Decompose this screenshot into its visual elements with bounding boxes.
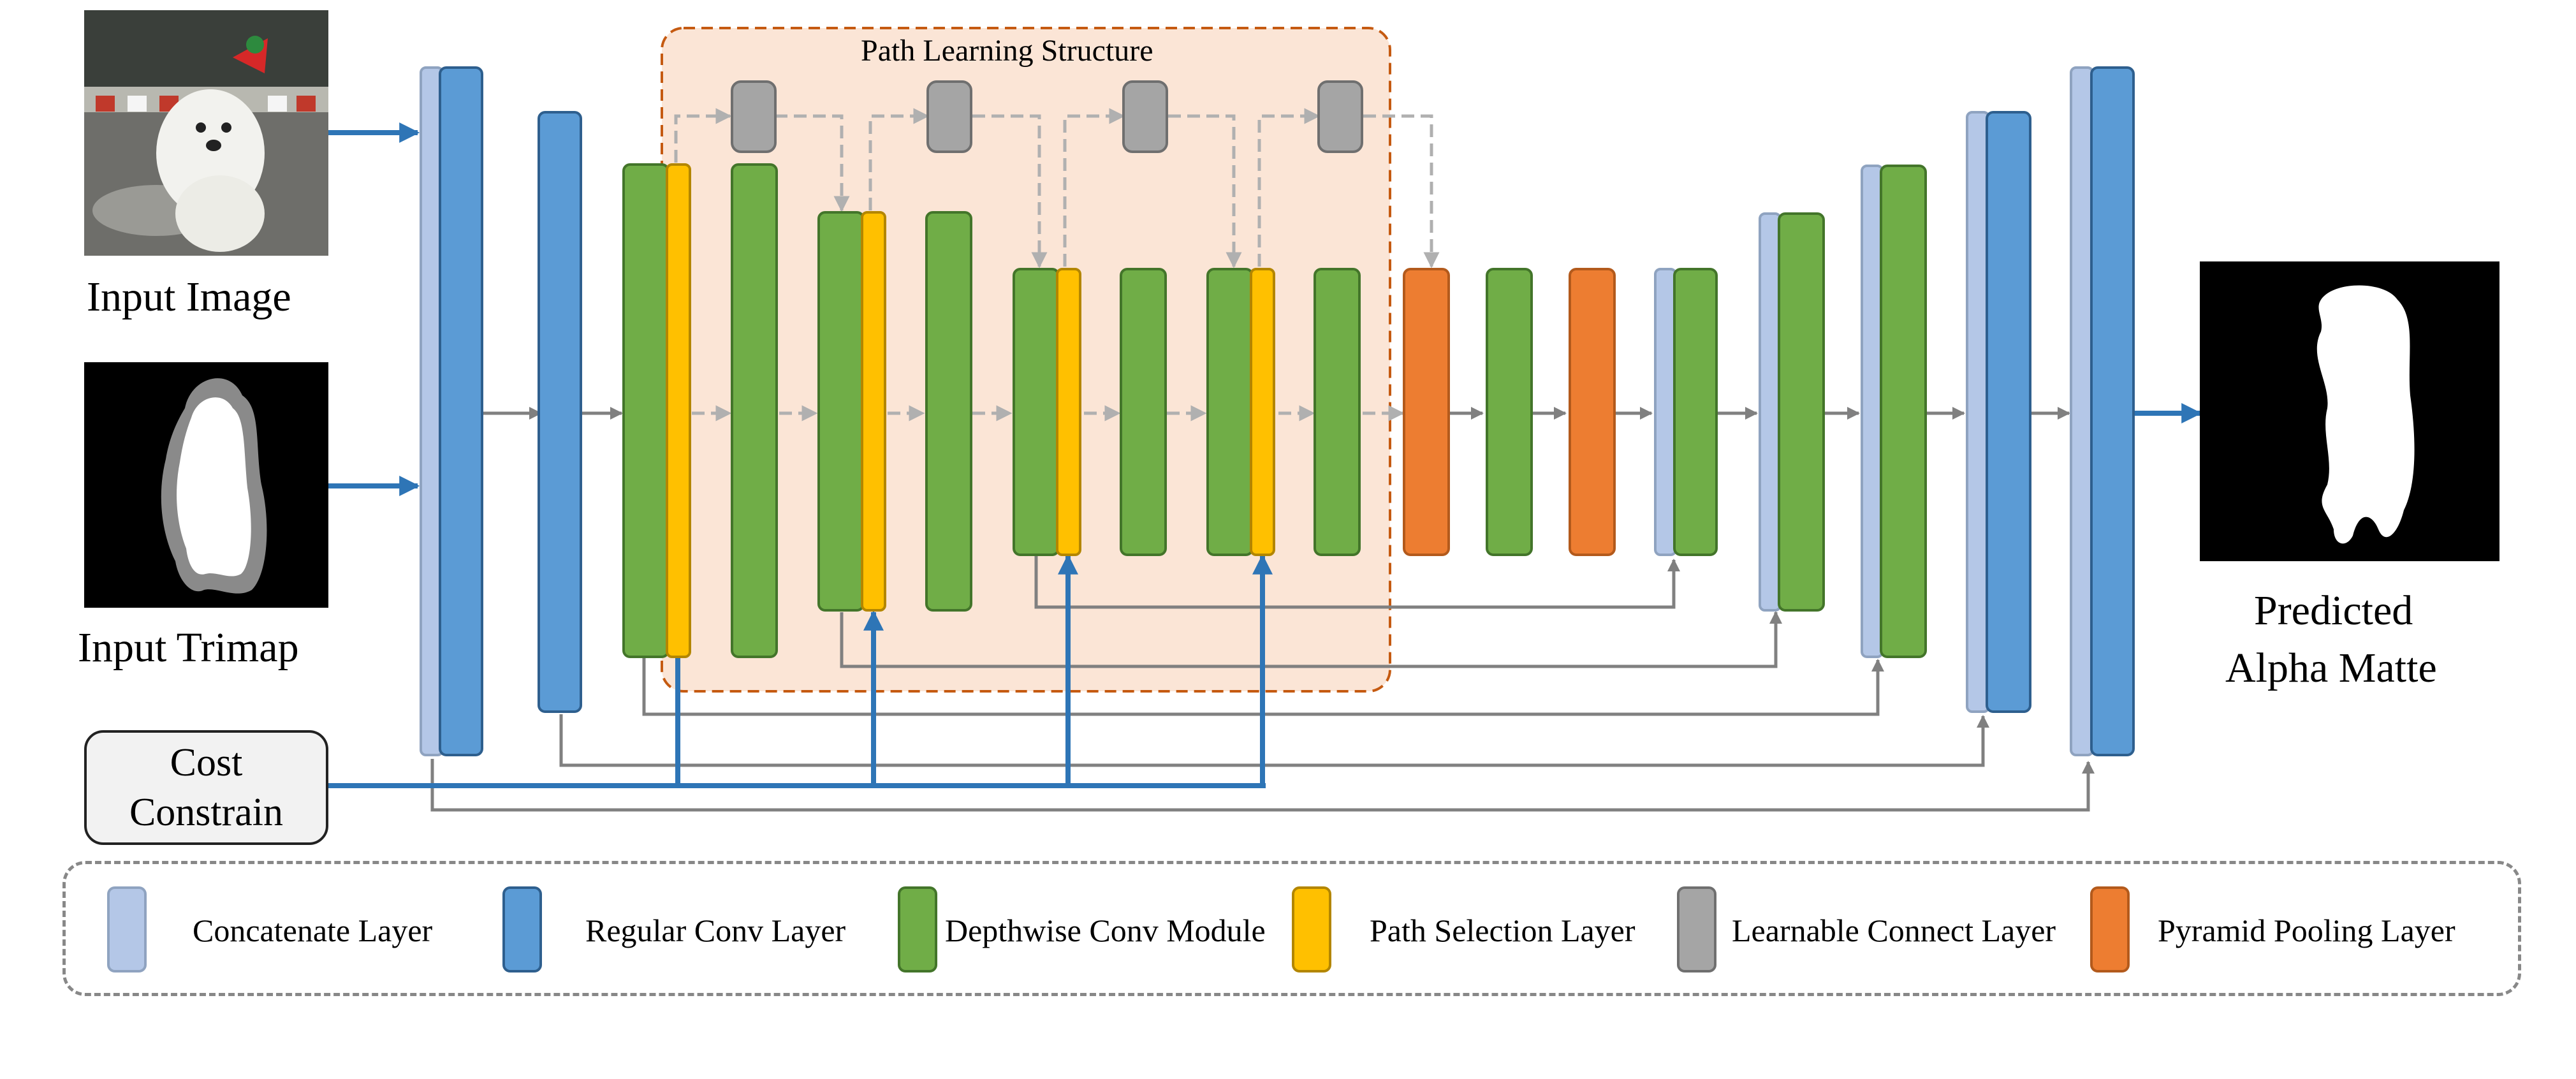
layer-blocks [420, 66, 2135, 756]
input-image-label: Input Image [87, 274, 291, 320]
legend-swatch-learnable-connect [1677, 886, 1716, 973]
depthwise-conv-module [1778, 212, 1825, 612]
legend-label-pyramid-pooling: Pyramid Pooling Layer [2158, 913, 2455, 948]
cost-constrain-box: Cost Constrain [84, 730, 328, 845]
concat-layer [1966, 111, 1990, 713]
regular-conv-layer [2090, 66, 2135, 756]
depthwise-conv-module [622, 163, 670, 658]
path-selection-layer [666, 163, 691, 658]
pyramid-pooling-layer [1569, 268, 1616, 556]
output-label-line2: Alpha Matte [2225, 645, 2437, 691]
learnable-connect-layer [1122, 80, 1168, 153]
depthwise-conv-module [1314, 268, 1361, 556]
legend-label-learnable-connect: Learnable Connect Layer [1732, 913, 2056, 948]
depthwise-conv-module [1486, 268, 1533, 556]
depthwise-conv-module [1206, 268, 1254, 556]
legend-swatch-concatenate [107, 886, 147, 973]
depthwise-conv-module [925, 211, 972, 612]
depthwise-conv-module [1673, 268, 1718, 556]
learnable-connect-layer [731, 80, 777, 153]
legend-label-concatenate: Concatenate Layer [193, 913, 433, 948]
regular-conv-layer [1986, 111, 2031, 713]
output-label-line1: Predicted [2254, 587, 2413, 634]
input-trimap-image [84, 362, 328, 608]
cost-label-line1: Cost [170, 741, 243, 784]
depthwise-conv-module [817, 211, 865, 612]
input-trimap-label: Input Trimap [78, 624, 299, 671]
legend-swatch-regular-conv [502, 886, 542, 973]
legend-swatch-path-selection [1292, 886, 1331, 973]
cost-label-line2: Constrain [129, 791, 284, 834]
concat-layer [2070, 66, 2094, 756]
regular-conv-layer [439, 66, 483, 756]
depthwise-conv-module [1880, 165, 1927, 658]
legend-label-depthwise-conv: Depthwise Conv Module [945, 913, 1266, 948]
path-learning-title: Path Learning Structure [861, 34, 1153, 68]
path-selection-layer [1250, 268, 1275, 556]
depthwise-conv-module [1013, 268, 1060, 556]
predicted-alpha-matte-image [2200, 261, 2499, 561]
depthwise-conv-module [731, 163, 778, 658]
depthwise-conv-module [1120, 268, 1167, 556]
learnable-connections [674, 108, 1440, 422]
pyramid-pooling-layer [1403, 268, 1450, 556]
legend [62, 861, 2521, 996]
concat-layer [1654, 268, 1677, 556]
path-selection-layer [1056, 268, 1081, 556]
concat-layer [1861, 165, 1884, 658]
path-selection-layer [861, 211, 886, 612]
legend-label-path-selection: Path Selection Layer [1370, 913, 1636, 948]
learnable-connect-layer [1317, 80, 1363, 153]
concat-layer [1759, 212, 1782, 612]
legend-swatch-depthwise-conv [898, 886, 937, 973]
input-image-photo [84, 10, 328, 256]
regular-conv-layer [538, 111, 582, 713]
legend-swatch-pyramid-pooling [2090, 886, 2130, 973]
legend-label-regular-conv: Regular Conv Layer [585, 913, 846, 948]
learnable-connect-layer [926, 80, 972, 153]
